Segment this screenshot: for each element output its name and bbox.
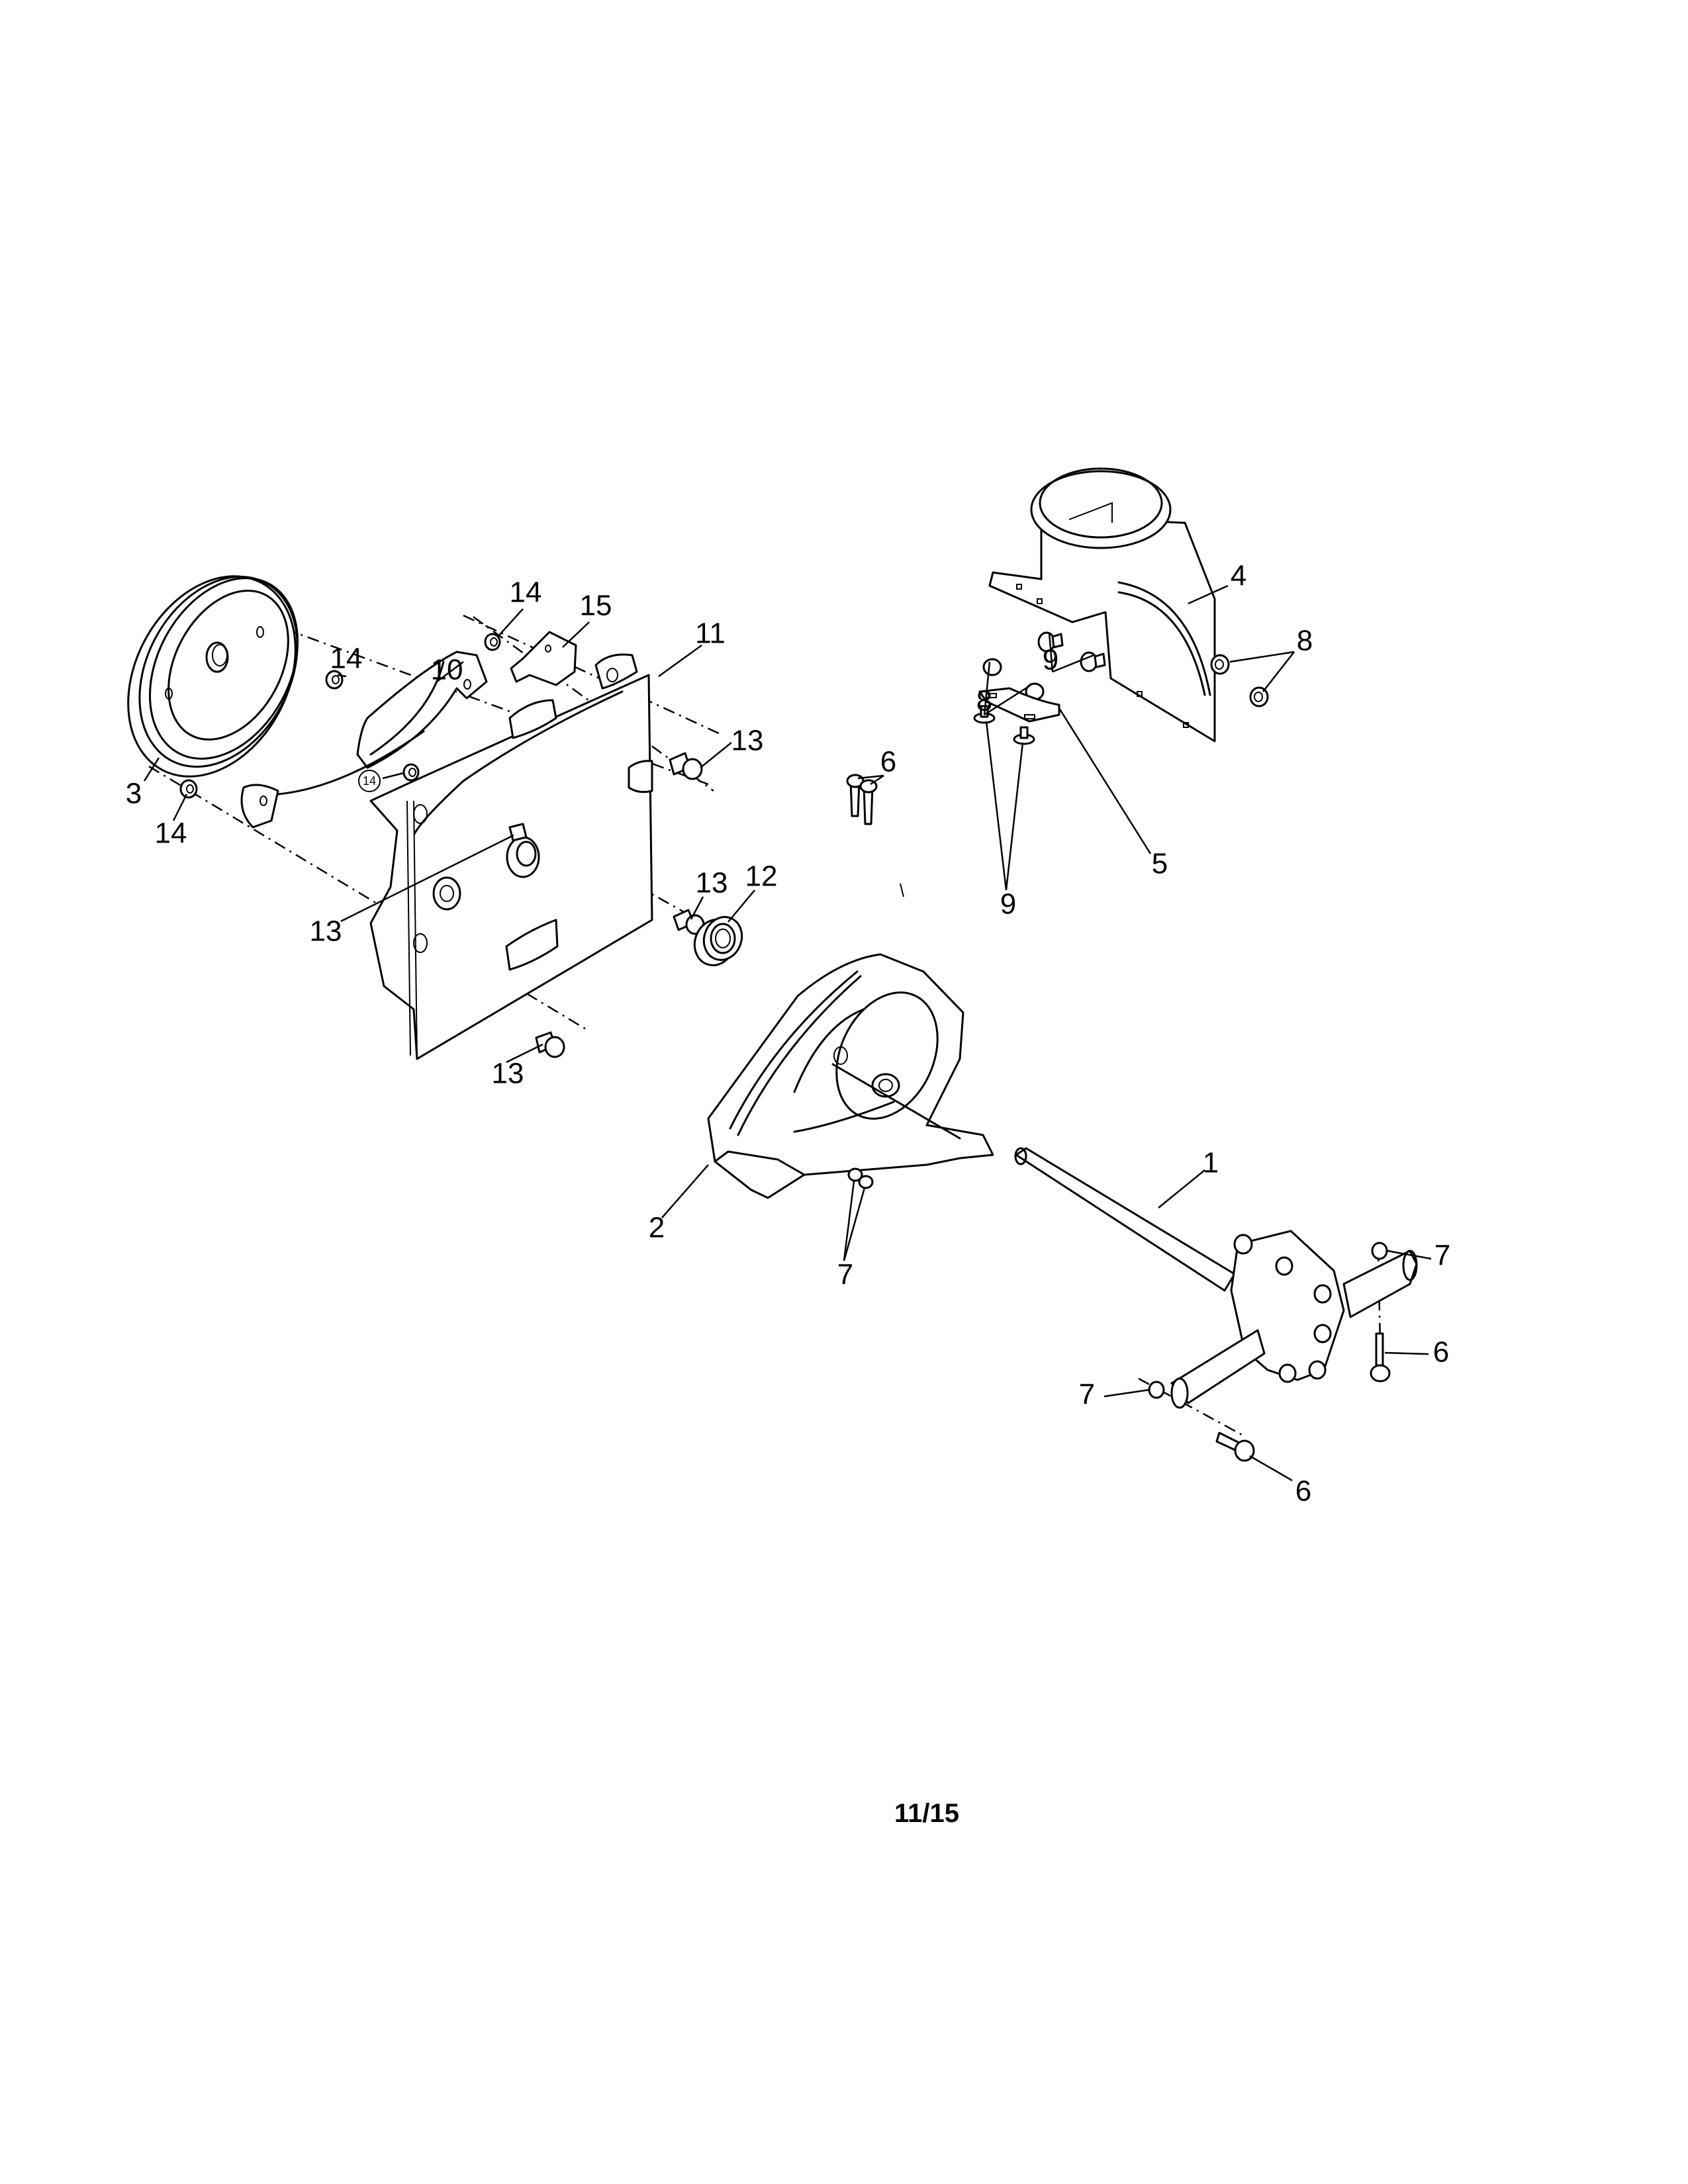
callout-bolt-bottom: 6	[1295, 1475, 1311, 1508]
pulley	[127, 575, 299, 778]
callout-clip: 15	[580, 590, 612, 622]
callout-rivet-bottom-pair: 9	[1000, 888, 1016, 921]
callout-nut-pulley: 14	[330, 643, 363, 675]
screw-mid	[673, 909, 705, 935]
callout-bolt-top: 6	[880, 746, 896, 778]
callout-bearing: 12	[745, 860, 778, 893]
nuts-right-pair	[1210, 654, 1269, 707]
bolt-right	[1370, 1332, 1391, 1383]
shaft-gearbox	[1014, 1147, 1418, 1409]
assembly-axis-gearbox-left	[1138, 1377, 1245, 1437]
leader-lines	[143, 584, 1432, 1482]
bracket-plate	[978, 687, 1060, 723]
nut-circled	[402, 763, 420, 782]
callout-belt-guide: 10	[431, 654, 463, 686]
chute-adapter	[988, 467, 1216, 743]
callout-shaft: 1	[1203, 1147, 1219, 1179]
callout-nut-bottom-left: 14	[155, 817, 187, 850]
page-number: 11/15	[894, 1799, 959, 1828]
screw-left	[508, 823, 528, 842]
bolt-bottom	[1215, 1432, 1255, 1462]
screw-right	[669, 752, 703, 780]
nut-left	[1148, 1381, 1165, 1399]
nut-top	[484, 633, 501, 651]
callout-screw-left: 13	[310, 915, 342, 948]
belt-guide	[240, 651, 488, 829]
bolts-top	[846, 774, 878, 825]
callout-bearing-support: 11	[695, 617, 726, 650]
bearing	[693, 916, 743, 966]
callout-bracket-plate: 5	[1152, 848, 1168, 880]
callout-nut-circled: 14	[363, 774, 376, 788]
nuts-bottom-center	[847, 1167, 874, 1189]
callout-bolt-right: 6	[1433, 1336, 1449, 1369]
nut-bottom-left	[179, 779, 198, 799]
clip	[510, 631, 577, 686]
callout-nut-left-pair: 8	[976, 685, 992, 717]
callout-screw-mid: 13	[696, 867, 728, 899]
callout-housing: 2	[649, 1212, 665, 1244]
callout-chute-adapter: 4	[1231, 560, 1246, 592]
callout-rivet-top-pair: 9	[1043, 644, 1058, 676]
callout-nut-right: 7	[1434, 1240, 1450, 1272]
callout-nut-bottom-center: 7	[837, 1259, 853, 1291]
callout-screw-bottom: 13	[492, 1058, 524, 1090]
frame-plate	[369, 653, 653, 1060]
screw-bottom	[535, 1031, 565, 1058]
callout-nut-left: 7	[1079, 1379, 1095, 1411]
callout-pulley: 3	[126, 778, 142, 810]
callout-screw-right: 13	[731, 725, 764, 757]
callout-circle	[358, 770, 381, 792]
callout-nut-top: 14	[510, 576, 542, 609]
nut-right	[1371, 1242, 1388, 1260]
housing	[707, 883, 994, 1199]
callout-nut-right-pair: 8	[1297, 625, 1313, 657]
